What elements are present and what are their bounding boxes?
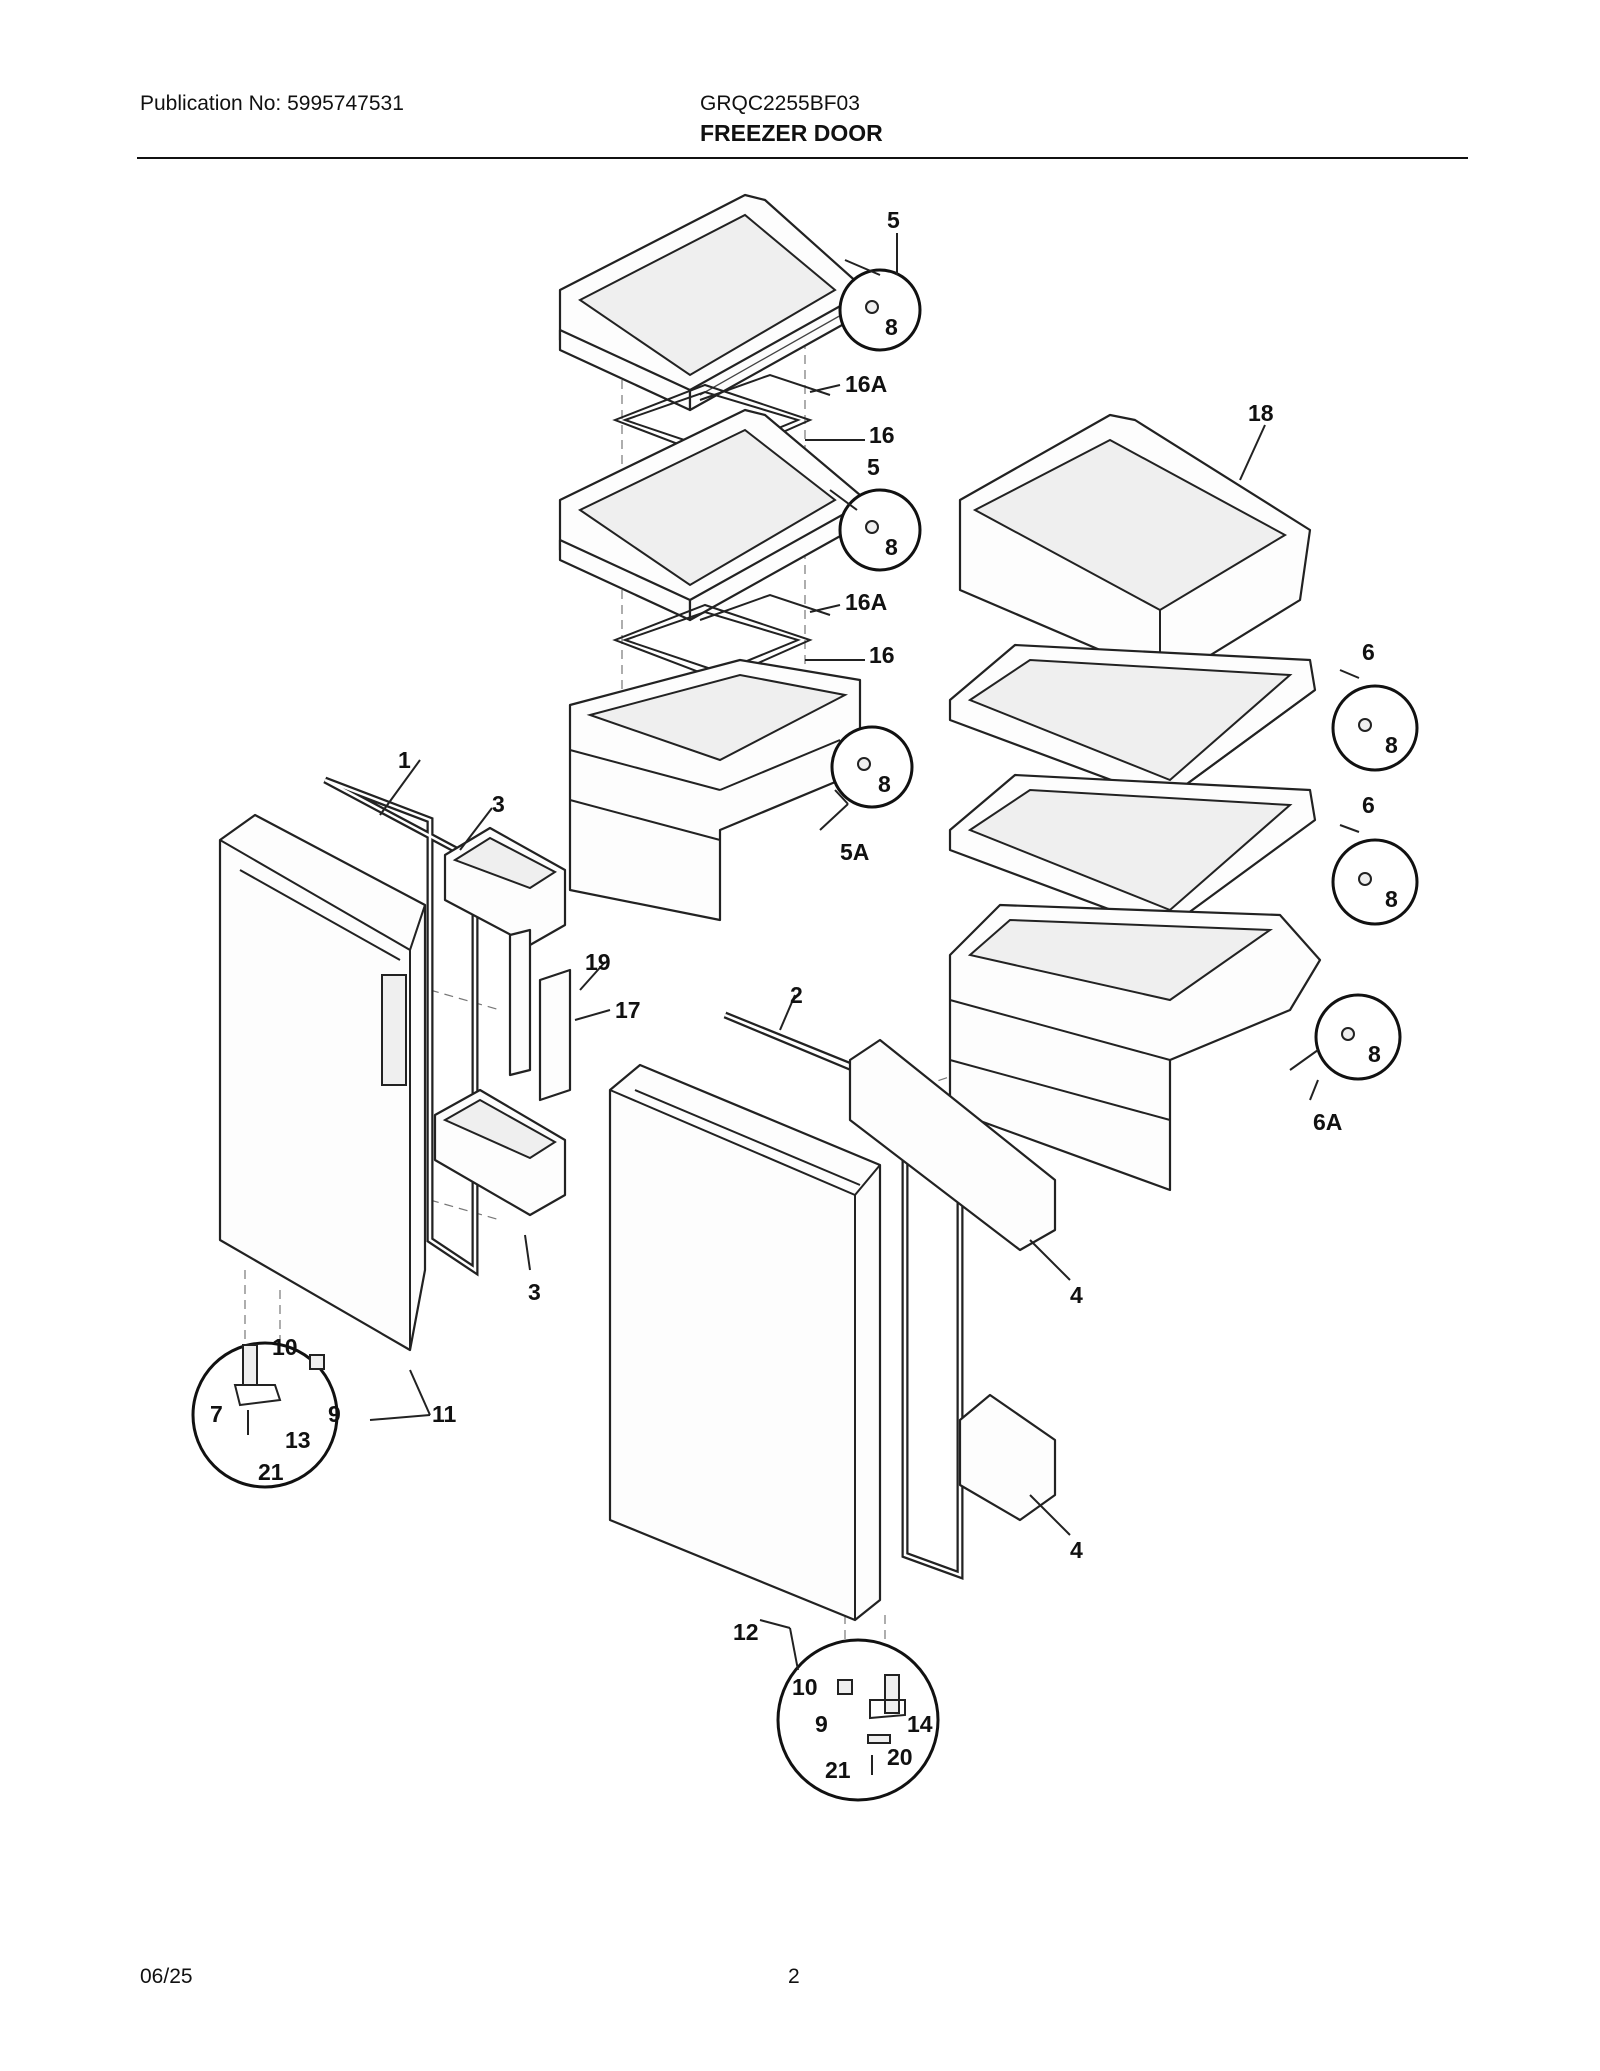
callout-4: 4: [1070, 1537, 1083, 1563]
callout-leader-lines: [369, 233, 1360, 1671]
callout-19: 19: [585, 949, 611, 975]
callout-6: 6: [1362, 639, 1375, 665]
freezer-shelf-bin-lower: [558, 408, 862, 622]
callout-13: 13: [285, 1427, 311, 1453]
callout-9: 9: [328, 1401, 341, 1427]
callout-17: 17: [615, 997, 641, 1023]
callout-16: 16: [869, 642, 895, 668]
callout-5: 5: [887, 207, 900, 233]
callout-21: 21: [825, 1757, 851, 1783]
callout-8: 8: [1385, 886, 1398, 912]
callout-labels: 5 8 16A 16 5 8 16A 16 8 5A 18 6 8 6 8 8 …: [210, 207, 1398, 1783]
freezer-shelf-6-lower: [948, 773, 1317, 932]
wire-shelf-frame-lower: [612, 593, 831, 682]
callout-7: 7: [210, 1401, 223, 1427]
callout-11: 11: [432, 1401, 457, 1427]
callout-8: 8: [885, 314, 898, 340]
left-door-bin-upper: [443, 826, 567, 947]
model-number: GRQC2255BF03: [700, 92, 860, 115]
callout-5: 5: [867, 454, 880, 480]
callout-9: 9: [815, 1711, 828, 1737]
freezer-basket-6A: [948, 903, 1322, 1192]
callout-8: 8: [1368, 1041, 1381, 1067]
left-freezer-door: [218, 813, 427, 1352]
callout-18: 18: [1248, 400, 1274, 426]
callout-4: 4: [1070, 1282, 1083, 1308]
publication-date: 06/25: [140, 1965, 193, 1988]
bushing-detail-circles: [830, 268, 1419, 1081]
page-title: FREEZER DOOR: [700, 120, 883, 146]
callout-16A: 16A: [845, 589, 887, 615]
callout-2: 2: [790, 982, 803, 1008]
callout-3: 3: [492, 791, 505, 817]
hardware-detail-right-hinge: [776, 1638, 940, 1802]
callout-5A: 5A: [840, 839, 869, 865]
page-number: 2: [788, 1965, 800, 1988]
freezer-shelf-6-upper: [948, 643, 1317, 802]
callout-1: 1: [398, 747, 411, 773]
right-door-bin-upper: [848, 1038, 1057, 1252]
freezer-shelf-bin-upper: [558, 193, 862, 412]
freezer-bin-18: [958, 413, 1312, 682]
callout-16A: 16A: [845, 371, 887, 397]
callout-8: 8: [885, 534, 898, 560]
left-door-bin-lower: [433, 1088, 567, 1217]
callout-21: 21: [258, 1459, 284, 1485]
publication-number: Publication No: 5995747531: [140, 92, 404, 115]
callout-16: 16: [869, 422, 895, 448]
freezer-basket-5A: [568, 658, 862, 922]
callout-6: 6: [1362, 792, 1375, 818]
callout-10: 10: [792, 1674, 818, 1700]
callout-8: 8: [1385, 732, 1398, 758]
callout-20: 20: [887, 1744, 913, 1770]
callout-6A: 6A: [1313, 1109, 1342, 1135]
callout-3: 3: [528, 1279, 541, 1305]
header-divider: [137, 157, 1468, 159]
callout-12: 12: [733, 1619, 759, 1645]
callout-8: 8: [878, 771, 891, 797]
right-door-bin-lower: [958, 1393, 1057, 1522]
control-panel-assembly: [508, 928, 572, 1102]
left-door-gasket: [323, 776, 479, 1277]
callout-10: 10: [272, 1334, 298, 1360]
callout-14: 14: [907, 1711, 933, 1737]
right-freezer-door: [608, 1063, 882, 1622]
hardware-detail-left-hinge: [191, 1341, 339, 1489]
